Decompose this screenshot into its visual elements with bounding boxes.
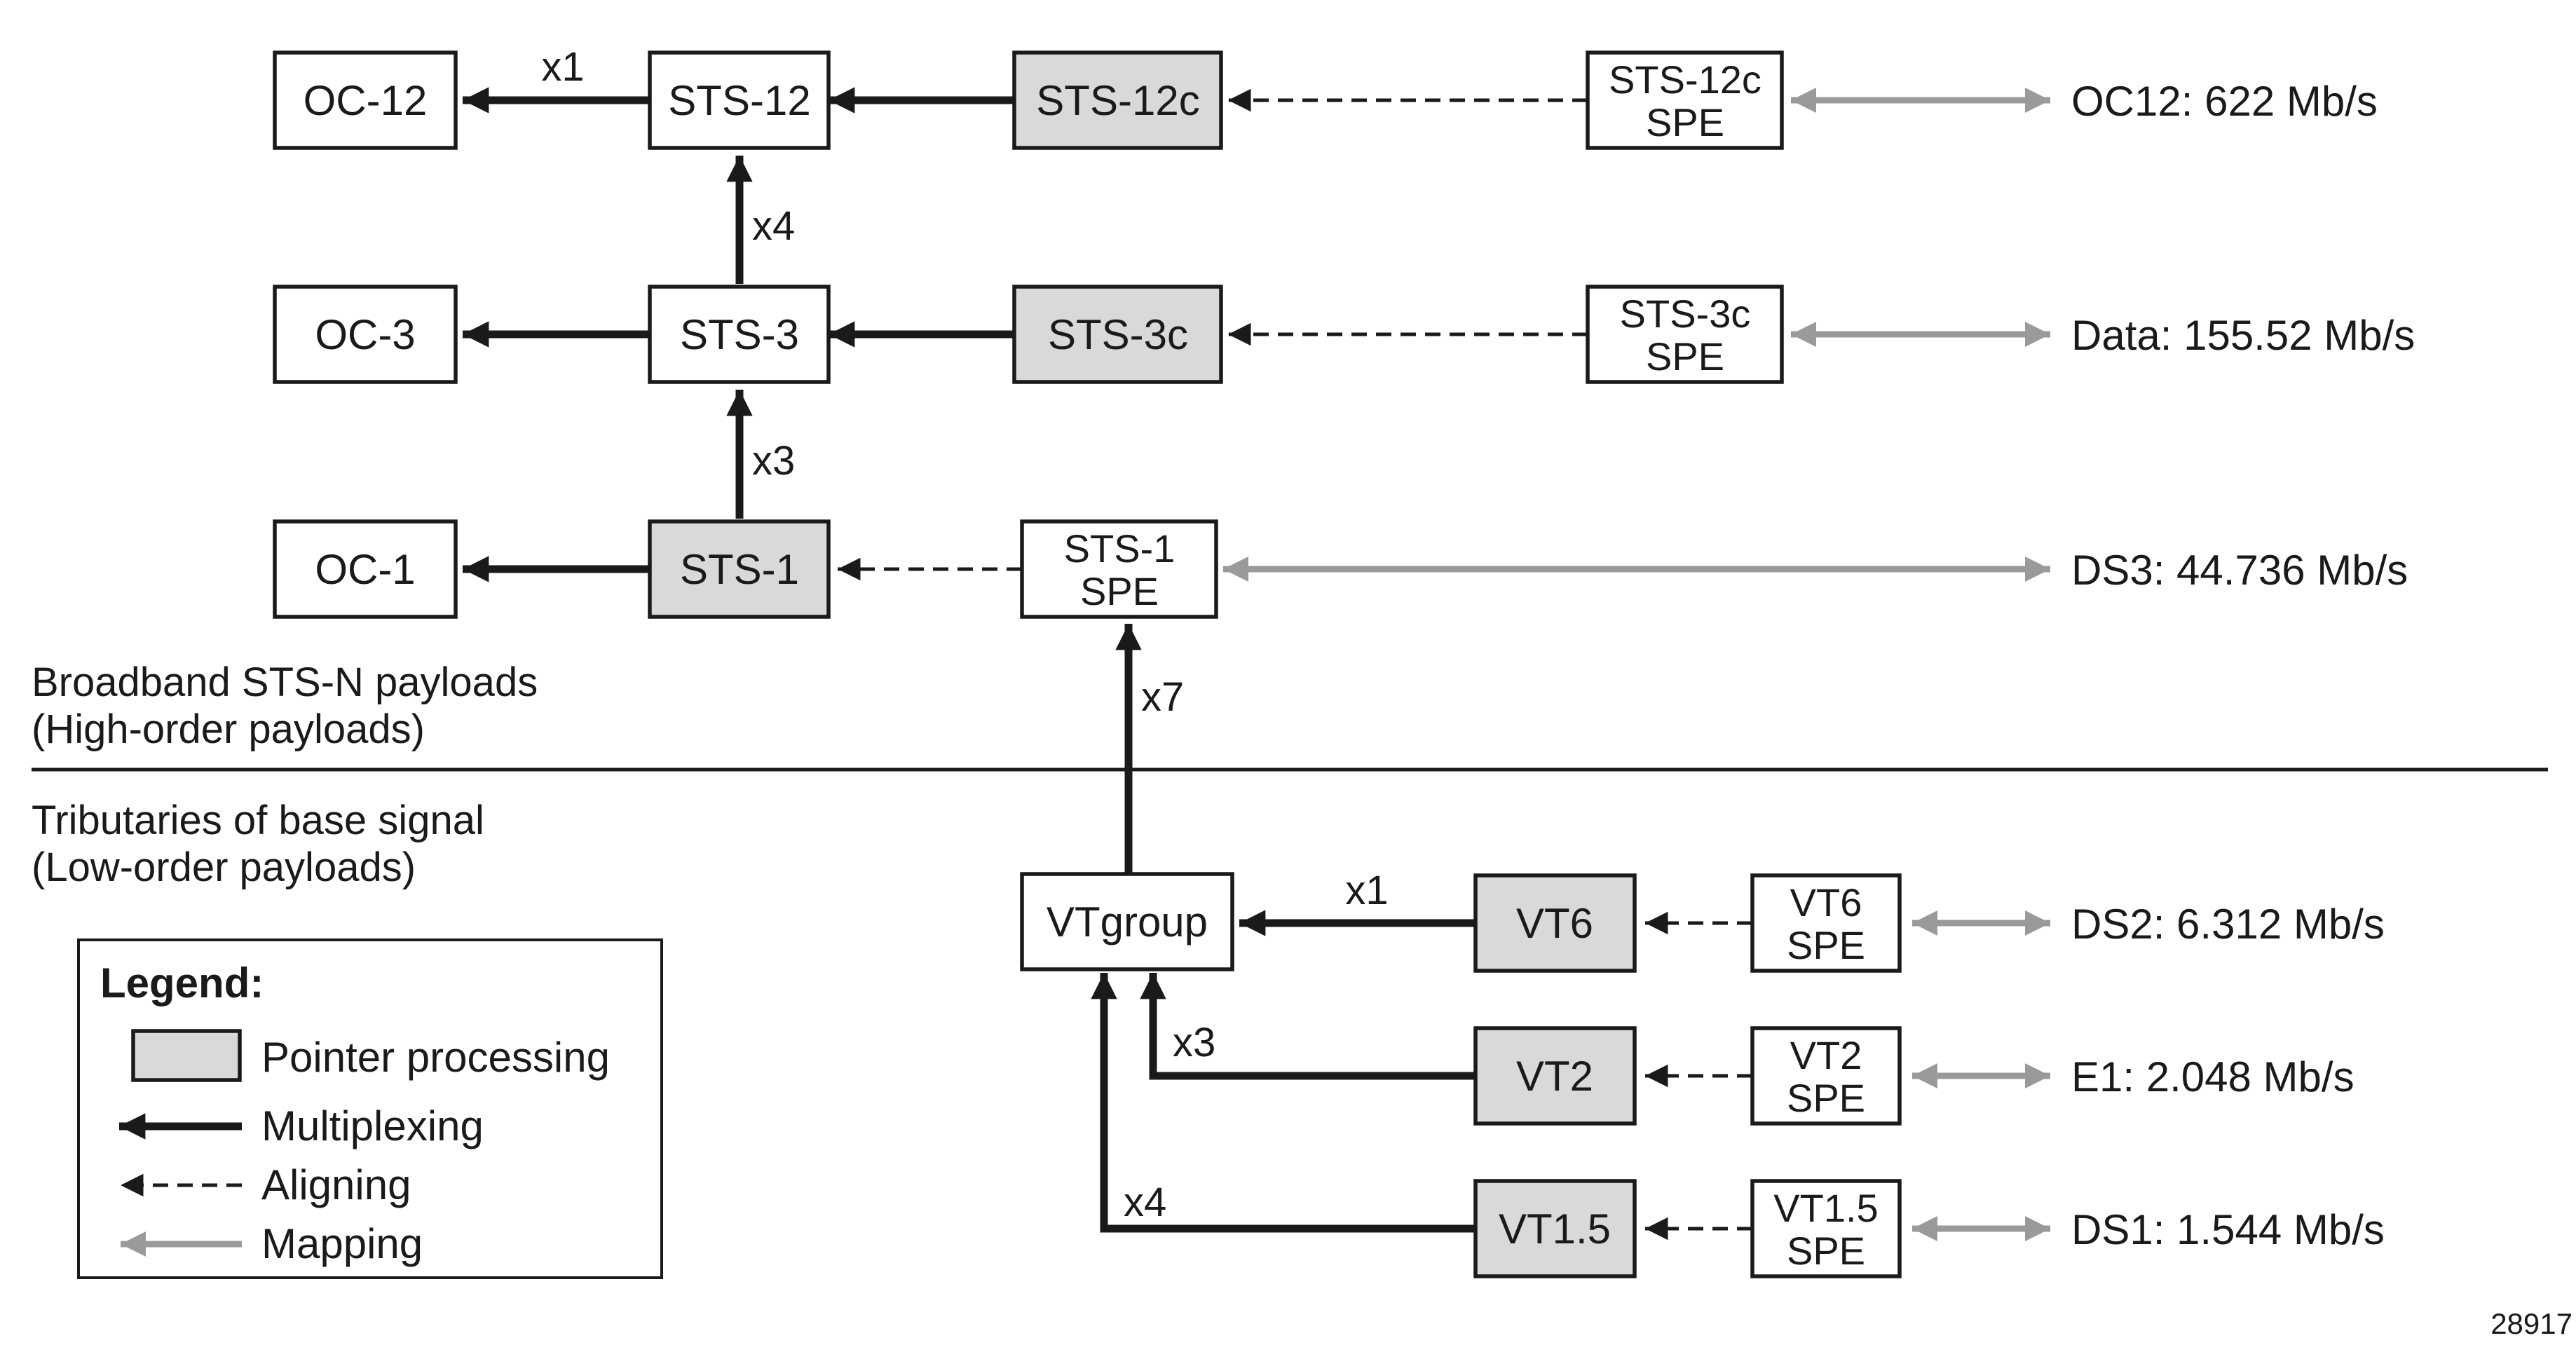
- box-sts12c-spe: [1586, 50, 1784, 150]
- section-high-order-line-2: (High-order payloads): [32, 706, 425, 752]
- mux-arrow-vt15-to-vtgroup: [1091, 973, 1476, 1233]
- legend-pointer-processing-swatch: [131, 1029, 242, 1082]
- signal-ds1: DS1: 1.544 Mb/s: [2071, 1206, 2385, 1253]
- box-sts1-spe: [1020, 519, 1218, 619]
- legend-pointer-processing-label: Pointer processing: [261, 1034, 610, 1081]
- mult-vt15-to-vtgroup: x4: [1124, 1180, 1166, 1225]
- box-vt2-spe: [1750, 1026, 1902, 1126]
- mult-sts1-to-sts3: x3: [752, 438, 795, 484]
- section-high-order-line-1: Broadband STS-N payloads: [32, 660, 538, 705]
- mult-sts12-to-oc12: x1: [541, 44, 584, 90]
- mult-sts3-to-sts12: x4: [752, 203, 795, 249]
- box-sts1-spe-label-2: SPE: [1080, 569, 1159, 613]
- box-sts1-spe-label-1: STS-1: [1064, 526, 1175, 571]
- box-oc12: [273, 50, 458, 150]
- box-vtgroup-label: VTgroup: [1047, 899, 1208, 945]
- box-sts3c: [1012, 285, 1223, 384]
- figure-number: 28917: [2490, 1307, 2572, 1340]
- section-low-order-line-1: Tributaries of base signal: [32, 798, 484, 843]
- box-sts3c-spe-label-1: STS-3c: [1620, 292, 1751, 336]
- box-sts3c-spe: [1586, 285, 1784, 384]
- mult-vt6-to-vtgroup: x1: [1345, 868, 1388, 913]
- mult-vt2-to-vtgroup: x3: [1173, 1020, 1215, 1065]
- legend-title: Legend:: [100, 960, 264, 1006]
- legend-aligning-label: Aligning: [261, 1161, 411, 1208]
- box-sts3c-spe-label-2: SPE: [1646, 334, 1724, 378]
- box-vt6: [1473, 873, 1637, 973]
- box-vt2: [1473, 1026, 1637, 1126]
- box-sts12: [648, 50, 831, 150]
- mux-arrow-vt2-to-vtgroup: [1140, 973, 1476, 1080]
- box-oc1-label: OC-1: [315, 546, 415, 593]
- legend-multiplexing-label: Multiplexing: [261, 1102, 484, 1149]
- box-vt2-spe-label-2: SPE: [1787, 1076, 1865, 1120]
- box-sts1: [648, 519, 831, 619]
- box-oc3-label: OC-3: [315, 311, 415, 358]
- box-sts12c: [1012, 50, 1223, 150]
- signal-ds2: DS2: 6.312 Mb/s: [2071, 901, 2385, 948]
- signal-data: Data: 155.52 Mb/s: [2071, 312, 2415, 359]
- box-vt2-spe-label-1: VT2: [1790, 1033, 1862, 1077]
- section-labels: Broadband STS-N payloads (High-order pay…: [32, 660, 2548, 890]
- boxes: OC-12 STS-12 STS-12c STS-12c SPE OC-3 ST…: [273, 50, 1902, 1278]
- box-vt2-label: VT2: [1516, 1053, 1593, 1100]
- box-vt6-spe-label-2: SPE: [1787, 923, 1865, 967]
- box-oc3: [273, 285, 458, 384]
- box-oc12-label: OC-12: [304, 77, 428, 124]
- box-vtgroup: [1020, 872, 1234, 971]
- box-vt6-label: VT6: [1516, 900, 1593, 947]
- box-vt15-spe: [1750, 1179, 1902, 1278]
- signal-labels: OC12: 622 Mb/s Data: 155.52 Mb/s DS3: 44…: [2071, 78, 2415, 1253]
- box-vt6-spe: [1750, 873, 1902, 973]
- box-sts3c-label: STS-3c: [1048, 311, 1188, 358]
- box-sts3: [648, 285, 831, 384]
- signal-e1: E1: 2.048 Mb/s: [2071, 1053, 2354, 1100]
- box-vt15: [1473, 1179, 1637, 1278]
- box-vt15-label: VT1.5: [1499, 1206, 1611, 1252]
- legend-mapping-label: Mapping: [261, 1220, 423, 1267]
- box-sts1-label: STS-1: [680, 546, 799, 593]
- signal-oc12: OC12: 622 Mb/s: [2071, 78, 2378, 125]
- signal-ds3: DS3: 44.736 Mb/s: [2071, 547, 2408, 594]
- box-vt15-spe-label-2: SPE: [1787, 1229, 1865, 1273]
- box-oc1: [273, 519, 458, 619]
- box-vt15-spe-label-1: VT1.5: [1773, 1186, 1878, 1230]
- box-sts12c-label: STS-12c: [1036, 77, 1199, 124]
- box-sts12c-spe-label-1: STS-12c: [1609, 57, 1761, 102]
- box-vt6-spe-label-1: VT6: [1790, 880, 1862, 924]
- box-sts12-label: STS-12: [668, 77, 810, 124]
- box-sts3-label: STS-3: [680, 311, 799, 358]
- connectors: [463, 87, 2050, 1241]
- section-low-order-line-2: (Low-order payloads): [32, 845, 416, 890]
- multiplier-labels: x1 x4 x3 x7 x1 x3 x4: [541, 44, 1388, 1225]
- legend-frame: [77, 938, 663, 1279]
- legend: Legend: Pointer processing Multiplexing …: [77, 938, 663, 1279]
- box-sts12c-spe-label-2: SPE: [1646, 100, 1724, 144]
- mult-vtgroup-to-sts1-spe: x7: [1141, 674, 1184, 720]
